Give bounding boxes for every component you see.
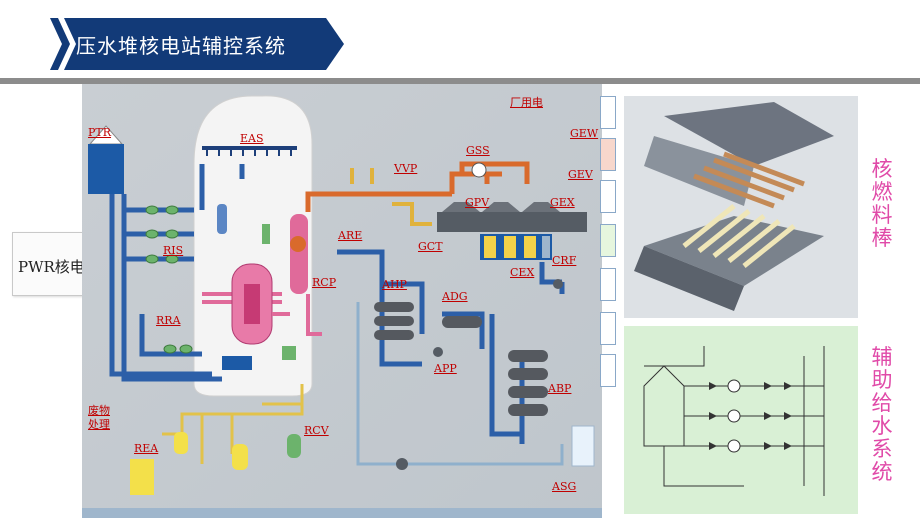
fuel-rod-image	[624, 96, 858, 318]
side-box	[600, 268, 616, 301]
side-box	[600, 138, 616, 171]
label-gss: GSS	[466, 144, 490, 157]
label-gpv: GPV	[465, 196, 490, 209]
label-abp: ABP	[548, 382, 572, 395]
side-box	[600, 312, 616, 345]
label-rcp: RCP	[312, 276, 337, 289]
caption-char: 给	[871, 391, 893, 415]
label-rea: REA	[134, 442, 159, 455]
label-waste-2: 处理	[88, 418, 110, 431]
tank-icon	[130, 459, 154, 495]
label-gex: GEX	[550, 196, 575, 209]
caption-char: 系	[871, 437, 893, 461]
label-gct: GCT	[418, 240, 443, 253]
page-title: 压水堆核电站辅控系统	[76, 34, 286, 58]
aux-feedwater-schematic	[624, 326, 858, 514]
pwr-system-diagram: PTR EAS 厂用电 GEW GSS VVP GEV GPV GEX RIS …	[82, 84, 602, 518]
label-crf: CRF	[552, 254, 577, 267]
title-banner	[64, 18, 344, 70]
label-plant-power: 厂用电	[510, 96, 543, 109]
caption-char: 助	[871, 368, 893, 392]
label-ris: RIS	[163, 244, 184, 257]
label-asg: ASG	[552, 480, 577, 493]
title-chevron-icon	[50, 18, 70, 70]
side-box	[600, 96, 616, 129]
caption-char: 辅	[871, 345, 893, 369]
afw-drawing	[624, 326, 858, 514]
label-waste-1: 废物	[88, 404, 110, 417]
caption-char: 料	[871, 203, 893, 227]
label-gev: GEV	[568, 168, 593, 181]
fuel-rod-caption: 核 燃 料 棒	[870, 158, 894, 250]
reactor-vessel-icon	[231, 263, 273, 345]
label-adg: ADG	[442, 290, 468, 303]
label-are: ARE	[338, 229, 363, 242]
label-ptr: PTR	[88, 126, 112, 139]
label-rcv: RCV	[304, 424, 329, 437]
containment-dome-icon	[193, 95, 313, 397]
label-ahp: AHP	[382, 278, 407, 291]
caption-char: 水	[871, 414, 893, 438]
side-box	[600, 354, 616, 387]
side-box	[600, 224, 616, 257]
label-app: APP	[434, 362, 457, 375]
label-vvp: VVP	[394, 162, 418, 175]
label-gew: GEW	[570, 127, 599, 140]
pump-icon	[433, 347, 443, 357]
label-rra: RRA	[156, 314, 181, 327]
side-box	[600, 180, 616, 213]
caption-char: 核	[871, 157, 893, 181]
caption-char: 燃	[871, 180, 893, 204]
title-divider	[0, 78, 920, 84]
fuel-assembly-drawing	[624, 96, 858, 318]
pwr-label: PWR核电	[18, 258, 85, 276]
afw-caption: 辅 助 给 水 系 统	[870, 346, 894, 484]
caption-char: 棒	[871, 226, 893, 250]
label-eas: EAS	[240, 132, 264, 145]
caption-char: 统	[871, 460, 893, 484]
diagram-drawing	[82, 84, 602, 518]
label-cex: CEX	[510, 266, 535, 279]
